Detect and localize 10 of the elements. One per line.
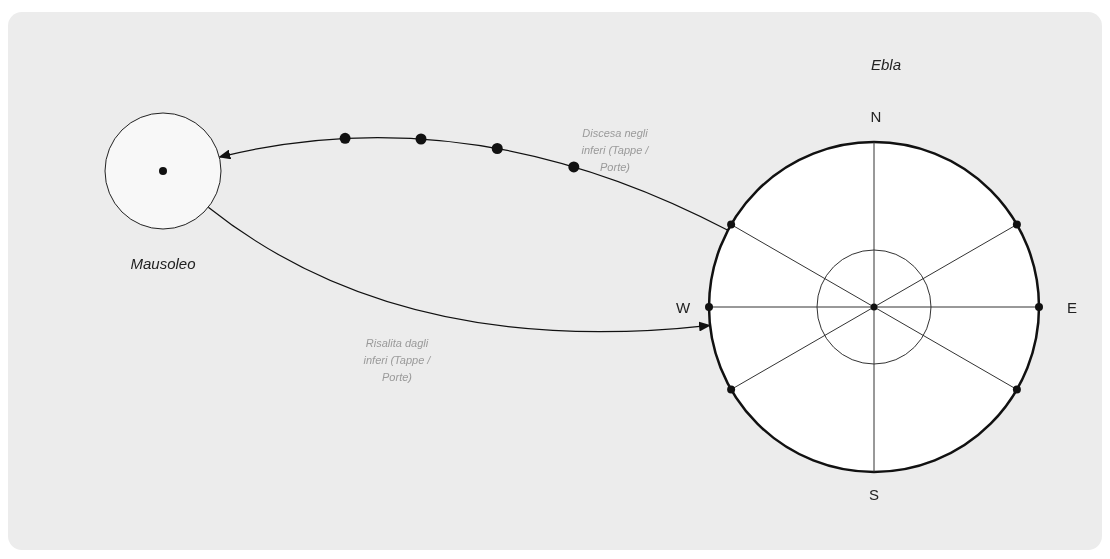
- compass-direction-letter: S: [869, 485, 879, 503]
- curved-arrow: [218, 137, 729, 231]
- curved-arrow: [207, 206, 711, 333]
- compass-direction-letter: N: [870, 107, 882, 125]
- edge-label: Risalita dagli inferi (Tappe / Porte): [362, 336, 432, 385]
- place-name: Ebla: [871, 56, 901, 73]
- compass-direction-letter: E: [1067, 298, 1077, 316]
- edge-label: Discesa negli inferi (Tappe / Porte): [580, 126, 650, 175]
- compass-direction-letter: W: [675, 298, 691, 316]
- place-name: Mausoleo: [130, 255, 196, 272]
